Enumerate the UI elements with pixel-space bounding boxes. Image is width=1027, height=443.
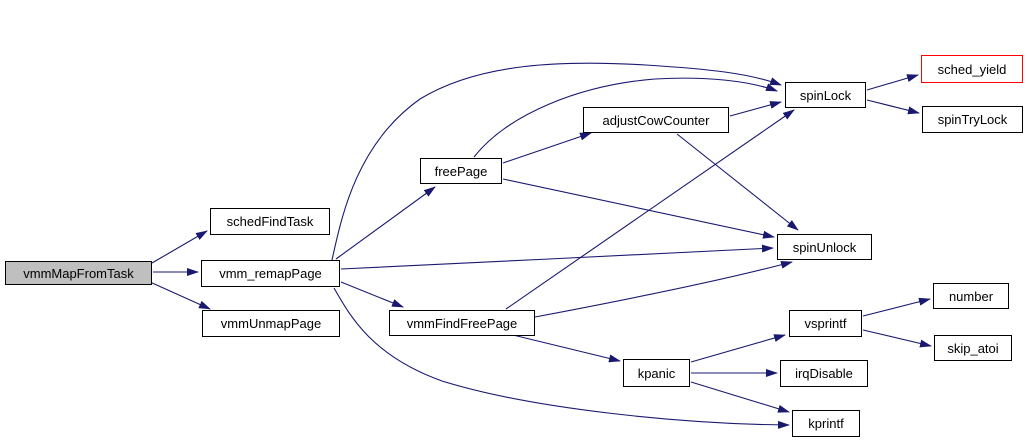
node-spinUnlock[interactable]: spinUnlock [777,234,872,260]
node-number[interactable]: number [933,283,1009,309]
edge-vmm_remapPage-kprintf [333,287,790,429]
node-schedFindTask[interactable]: schedFindTask [210,208,330,235]
edge-vsprintf-number [862,297,931,317]
node-label: freePage [434,163,488,179]
edge-vmm_remapPage-vmmFindFreePage [340,281,404,308]
node-label: vmmUnmapPage [220,316,322,331]
node-label: spinLock [799,87,852,103]
node-label: vsprintf [804,316,847,331]
node-label: spinUnlock [792,239,857,255]
node-label: spinTryLock [937,112,1008,127]
node-label: kpanic [637,365,676,381]
edge-vmmFindFreePage-spinUnlock [534,260,793,318]
node-kprintf[interactable]: kprintf [792,410,860,437]
node-irqDisable[interactable]: irqDisable [780,360,868,387]
edge-vmmFindFreePage-kpanic [512,334,621,363]
edge-vmmMapFromTask-schedFindTask [151,230,208,264]
node-label: number [948,288,994,304]
edge-vmm_remapPage-spinLock [331,62,782,261]
node-vsprintf[interactable]: vsprintf [789,310,862,337]
node-label: adjustCowCounter [602,112,710,128]
edge-freePage-spinLock [473,77,778,158]
node-vmmFindFreePage[interactable]: vmmFindFreePage [389,310,535,336]
edge-vsprintf-skip_atoi [862,329,932,348]
node-vmmUnmapPage[interactable]: vmmUnmapPage [202,310,340,337]
edge-freePage-adjustCowCounter [502,132,592,164]
node-vmm_remapPage[interactable]: vmm_remapPage [201,260,340,287]
node-label: kprintf [808,416,844,431]
node-kpanic[interactable]: kpanic [623,359,690,387]
edge-kpanic-vsprintf [690,334,786,363]
node-sched_yield[interactable]: sched_yield [921,55,1023,83]
node-label: schedFindTask [226,214,314,229]
node-label: vmmMapFromTask [23,265,134,281]
edge-spinLock-spinTryLock [866,99,920,115]
node-spinTryLock[interactable]: spinTryLock [922,106,1023,133]
edge-vmm_remapPage-freePage [335,186,436,260]
edge-spinLock-sched_yield [866,74,919,91]
node-spinLock[interactable]: spinLock [785,82,866,108]
edge-vmmMapFromTask-vmmUnmapPage [149,281,211,310]
node-skip_atoi[interactable]: skip_atoi [934,335,1012,361]
edge-vmm_remapPage-spinUnlock [340,244,774,270]
edge-vmmFindFreePage-spinLock [505,109,795,310]
node-label: vmm_remapPage [219,266,322,281]
edge-kpanic-kprintf [690,381,790,413]
edge-adjustCowCounter-spinUnlock [676,133,799,231]
node-label: irqDisable [795,366,853,381]
node-freePage[interactable]: freePage [420,158,502,184]
node-label: sched_yield [937,61,1007,77]
edge-freePage-spinUnlock [502,178,775,239]
node-adjustCowCounter[interactable]: adjustCowCounter [583,107,729,133]
node-label: vmmFindFreePage [406,315,518,331]
node-vmmMapFromTask[interactable]: vmmMapFromTask [5,261,152,285]
edge-adjustCowCounter-spinLock [729,101,782,117]
node-label: skip_atoi [947,340,999,356]
